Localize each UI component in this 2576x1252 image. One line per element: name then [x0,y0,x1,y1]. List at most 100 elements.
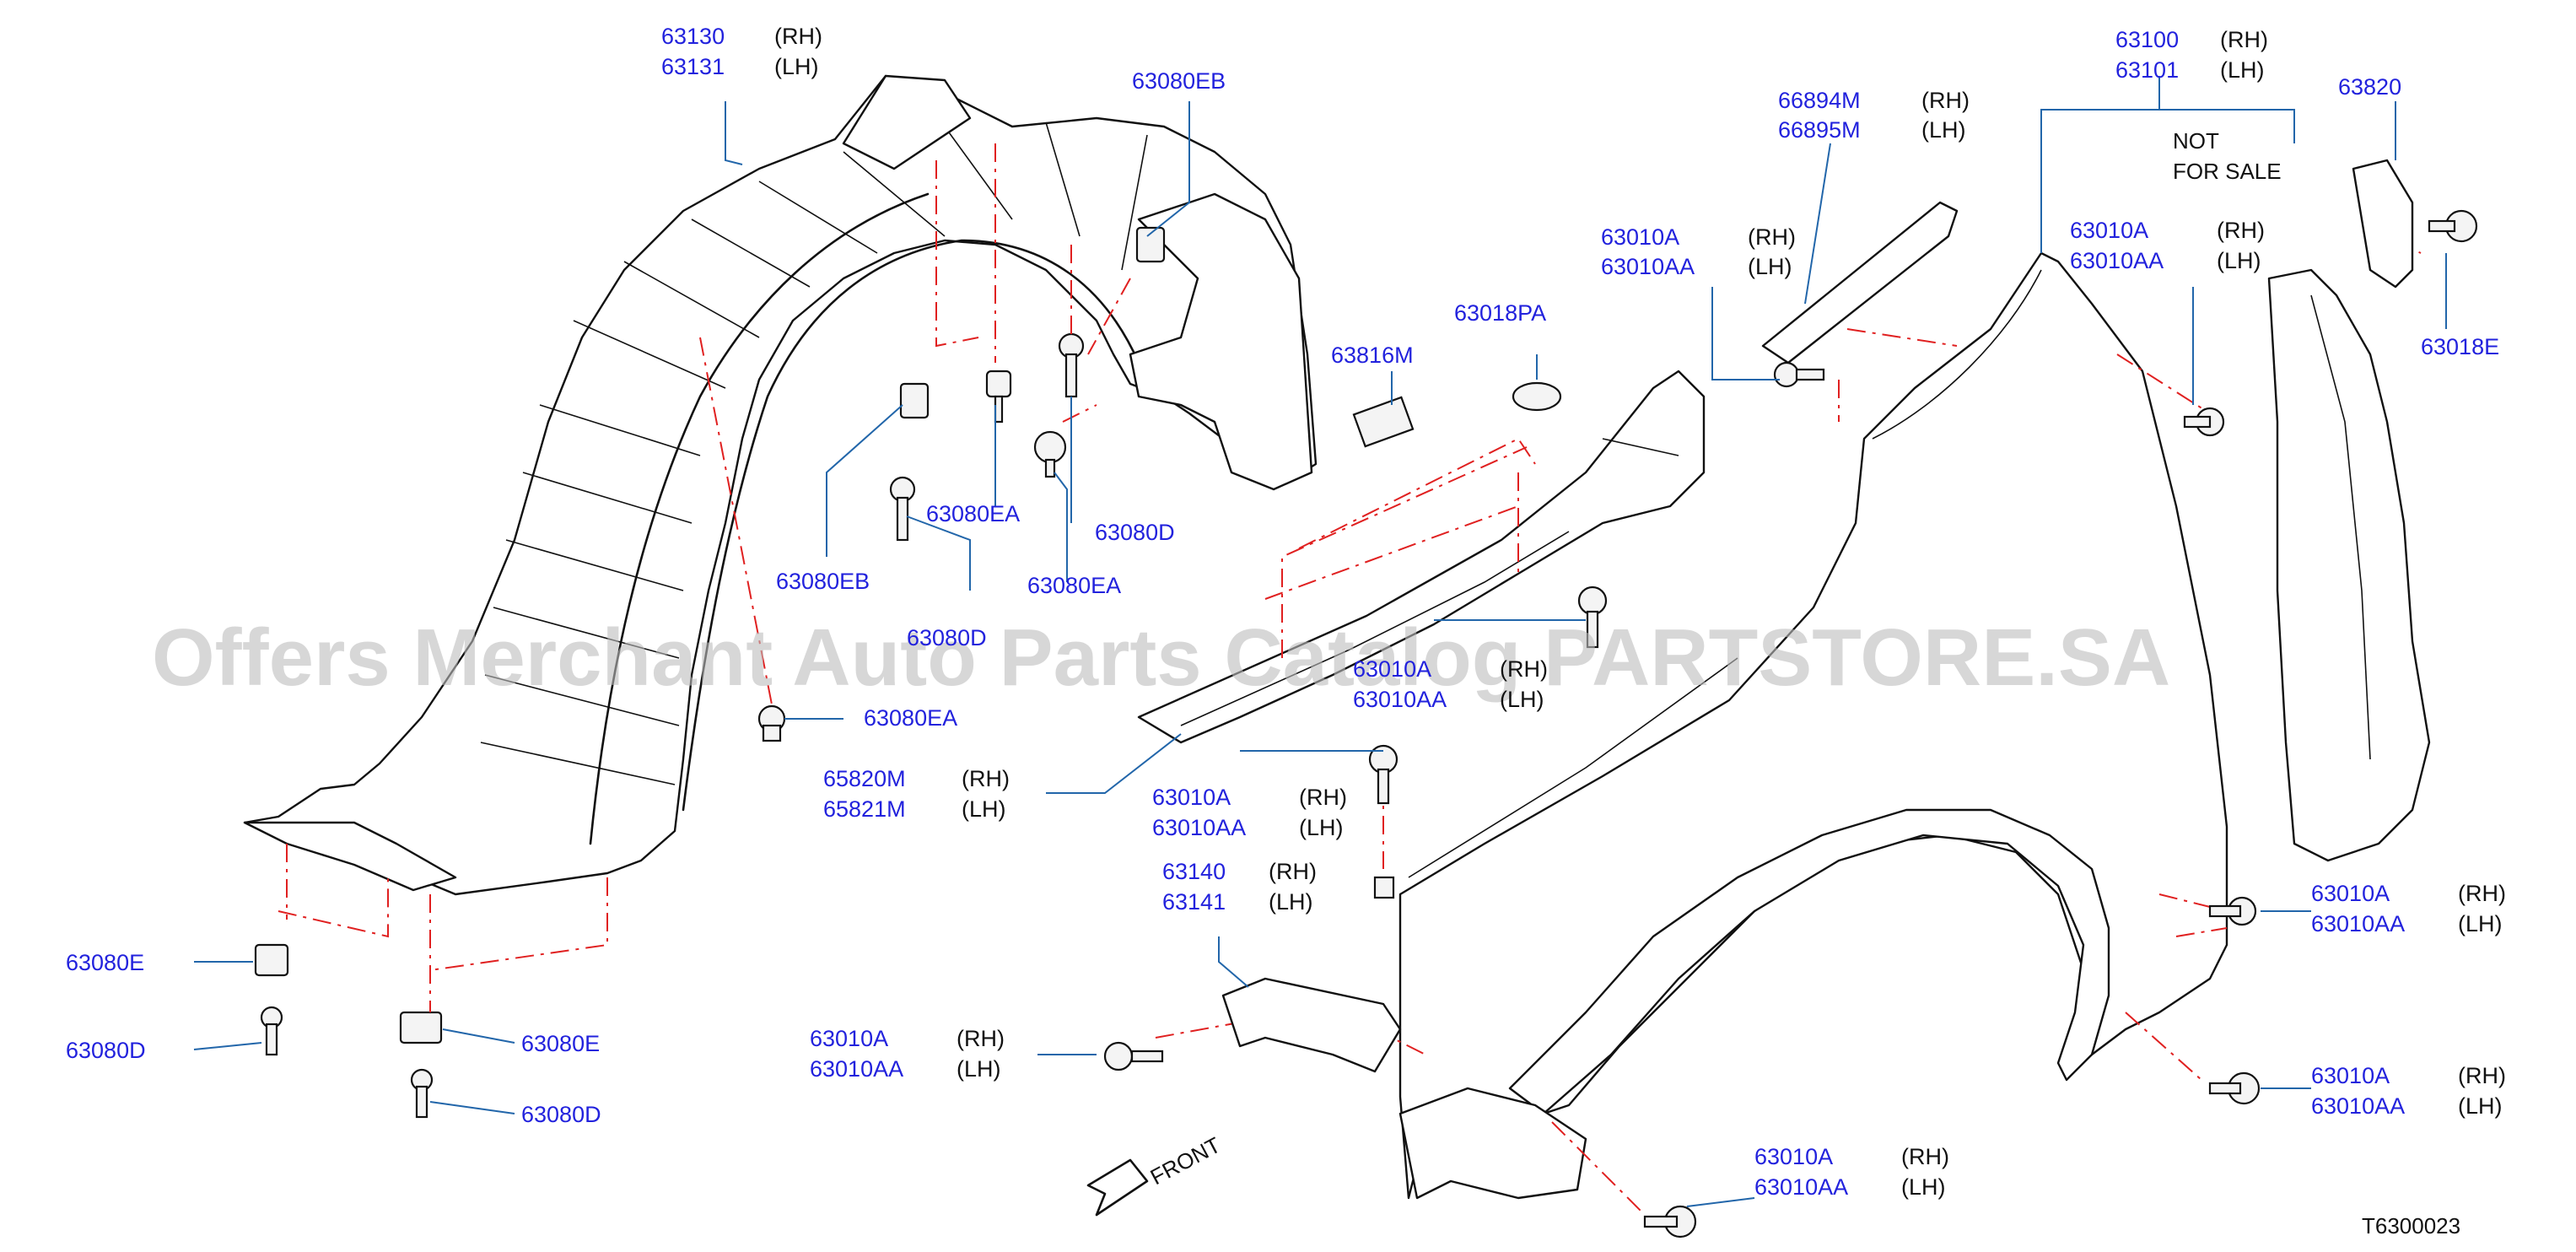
side-label: (RH) [957,1026,1005,1051]
part-number: 63010A [1152,785,1231,810]
hood-seal-bracket-drawing [1137,370,1706,744]
part-number: 63018E [2421,334,2499,359]
leader-lines [193,76,2447,1207]
part-number: 63010AA [2311,1093,2405,1119]
part-number: 63140 [1162,859,1226,884]
bolt-icon [2208,1071,2261,1105]
callout-63080ea-a[interactable]: 63080EA [926,501,1020,526]
front-label: FRONT [1146,1132,1225,1190]
part-number: 63010AA [1601,254,1695,279]
callout-63080d-b[interactable]: 63080D [907,625,987,650]
bolt-icon [2183,407,2225,437]
clip-63080eb-lower [899,382,930,419]
side-label: (LH) [1269,889,1313,915]
part-number: 63816M [1331,343,1414,368]
side-label: (LH) [1299,815,1344,840]
part-number: 65821M [823,796,906,822]
screw-icon [1058,332,1085,398]
callout-63820[interactable]: 63820 [2338,74,2401,100]
note-line: FOR SALE [2173,159,2282,184]
part-number: 63010AA [1353,687,1447,712]
part-number: 63010A [1601,224,1679,250]
part-number: 63010A [1754,1144,1833,1169]
side-label: (LH) [774,54,819,79]
part-number: 63080D [1095,520,1175,545]
part-number: 63080EA [864,705,957,731]
callout-63010a-top-center[interactable]: 63010A 63010AA (RH) (LH) [1601,224,1796,279]
side-label: (RH) [2217,218,2265,243]
part-number: 63131 [661,54,725,79]
callout-63080d-left[interactable]: 63080D [66,1038,146,1063]
side-label: (LH) [2458,1093,2503,1119]
bolt-icon [2428,209,2478,243]
liner-fasteners [254,143,1166,1119]
part-number: 65820M [823,766,906,791]
part-number: 63010A [2311,1063,2390,1088]
callout-63100[interactable]: 63100 63101 (RH) (LH) [2115,27,2268,83]
callout-63130[interactable]: 63130 63131 (RH) (LH) [661,24,822,79]
callout-63816m[interactable]: 63816M [1331,343,1414,368]
callout-63080e-left[interactable]: 63080E [66,950,144,975]
part-number: 66894M [1778,88,1861,113]
part-number: 63100 [2115,27,2179,52]
callout-63010a-center[interactable]: 63010A 63010AA (RH) (LH) [1353,656,1548,712]
part-number: 63010AA [810,1056,903,1082]
part-number: 63010AA [1754,1174,1848,1200]
callout-65820m[interactable]: 65820M 65821M (RH) (LH) [823,766,1010,822]
callout-63080eb-lower[interactable]: 63080EB [776,569,870,594]
bolt-icon [2208,896,2257,926]
part-number: 63080EB [1132,68,1226,94]
part-number: 63080EB [776,569,870,594]
watermark: Offers Merchant Auto Parts Catalog PARTS… [152,613,2170,703]
part-number: 63010A [810,1026,888,1051]
side-label: (RH) [1921,88,1970,113]
part-number: 63130 [661,24,725,49]
callout-63010a-right-lower[interactable]: 63010A 63010AA (RH) (LH) [2311,1063,2506,1119]
callout-63140[interactable]: 63140 63141 (RH) (LH) [1162,859,1317,915]
part-number: 63820 [2338,74,2401,100]
side-label: (LH) [1921,117,1966,143]
bolt-icon [1577,586,1608,649]
part-number: 63080D [66,1038,146,1063]
side-label: (RH) [774,24,822,49]
not-for-sale-note: NOT FOR SALE [2173,128,2282,184]
fender-protector-drawing [2267,159,2431,862]
diagram-code: T6300023 [2362,1213,2460,1239]
part-number: 63080EA [1027,573,1121,598]
part-number: 66895M [1778,117,1861,143]
bolt-icon [1368,744,1398,805]
part-number: 63080E [521,1031,600,1056]
screw-icon [410,1068,434,1119]
callout-66894m[interactable]: 66894M 66895M (RH) (LH) [1778,88,1970,143]
note-line: NOT [2173,128,2219,154]
callout-63010a-right-upper[interactable]: 63010A 63010AA (RH) (LH) [2311,881,2506,936]
callout-63080e-right[interactable]: 63080E [521,1031,600,1056]
push-rivet-icon [1033,430,1067,478]
side-label: (LH) [957,1056,1001,1082]
callout-63010a-mid[interactable]: 63010A 63010AA (RH) (LH) [1152,785,1347,840]
clip-icon [399,1011,443,1044]
callout-63018pa[interactable]: 63018PA [1454,300,1546,326]
callout-63080ea-c[interactable]: 63080EA [864,705,957,731]
screw-icon [260,1006,283,1056]
callout-63080d-a[interactable]: 63080D [1095,520,1175,545]
side-label: (RH) [2458,881,2506,906]
callout-63080ea-b[interactable]: 63080EA [1027,573,1121,598]
side-label: (RH) [962,766,1010,791]
side-label: (LH) [1901,1174,1946,1200]
part-number: 63010A [2311,881,2390,906]
part-number: 63018PA [1454,300,1546,326]
callout-63080d-right[interactable]: 63080D [521,1102,601,1127]
callout-63010a-bottom[interactable]: 63010A 63010AA (RH) (LH) [1754,1144,1949,1200]
part-number: 63080D [907,625,987,650]
side-label: (RH) [1299,785,1347,810]
callout-63010a-top-right[interactable]: 63010A 63010AA (RH) (LH) [2070,218,2265,273]
bolt-icon [1773,361,1825,388]
callout-63018e[interactable]: 63018E [2421,334,2499,359]
callout-63010a-lower-left[interactable]: 63010A 63010AA (RH) (LH) [810,1026,1005,1082]
side-label: (LH) [1500,687,1544,712]
screw-icon [889,476,916,542]
fender-liner-drawing [243,74,1318,896]
callout-63080eb-upper[interactable]: 63080EB [1132,68,1226,94]
